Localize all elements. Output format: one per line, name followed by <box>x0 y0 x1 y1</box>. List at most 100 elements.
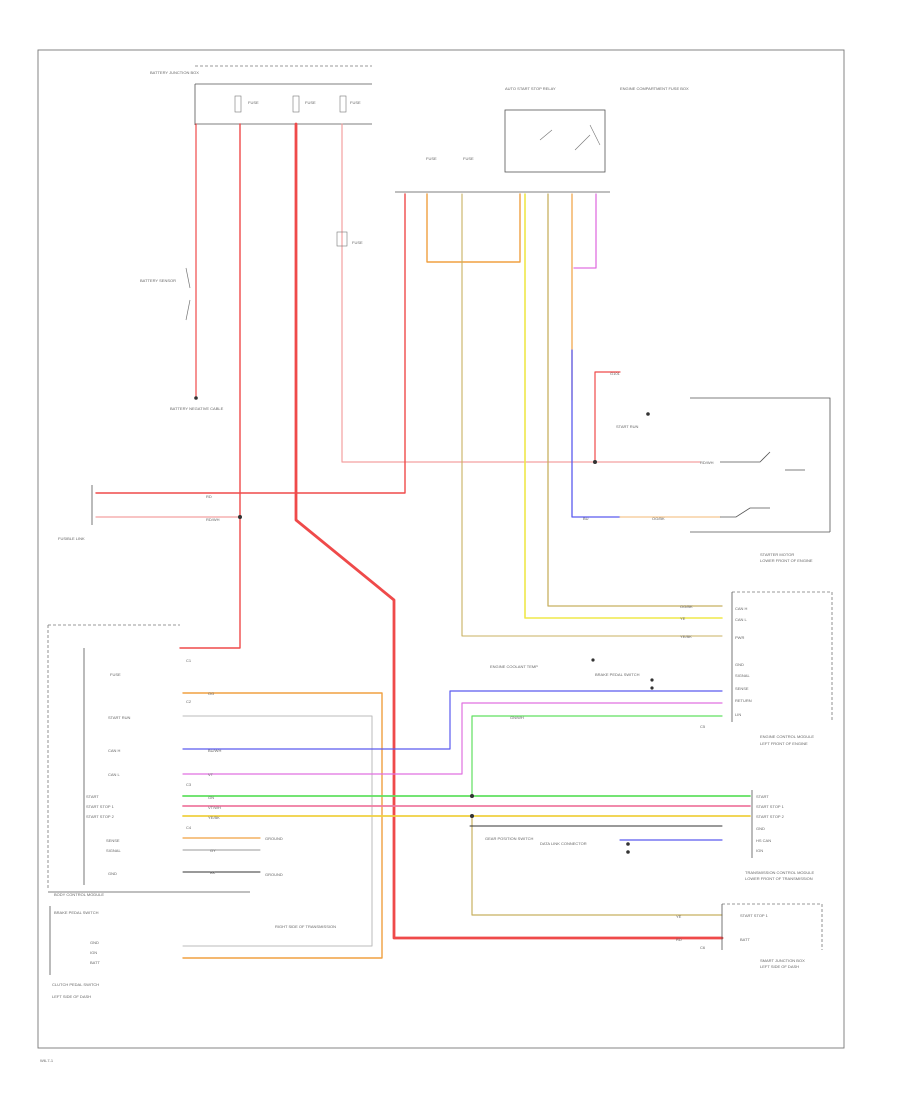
wire-violet-short <box>573 193 597 269</box>
wire-code: RD <box>206 494 212 499</box>
connector-code: C6 <box>700 945 706 950</box>
wire-red-fusible <box>95 193 406 494</box>
fusible-link-label: FUSIBLE LINK <box>58 536 85 541</box>
gear-position-switch: GEAR POSITION SWITCH DATA LINK CONNECTOR <box>485 836 630 854</box>
clutch-note: LEFT SIDE OF DASH <box>52 994 91 999</box>
engine-control-module: CAN H CAN L PWR GND SIGNAL SENSE RETURN … <box>731 591 833 746</box>
wire-orange-bcm <box>182 692 383 959</box>
coolant-label: ENGINE COOLANT TEMP <box>490 664 538 669</box>
pin-label: START STOP 2 <box>756 814 785 819</box>
bcm-pin-label: START <box>86 794 99 799</box>
pin-label: IGN <box>756 848 763 853</box>
fuse-label: FUSE <box>463 156 474 161</box>
wire-green-ecm <box>471 715 723 797</box>
pin-label: SENSE <box>735 686 749 691</box>
wire-code: YE/BK <box>680 634 692 639</box>
bcm-pin-label: CAN L <box>108 772 121 777</box>
starter-motor-label: STARTER MOTOR <box>760 552 794 557</box>
fuse-icon <box>292 95 300 113</box>
wire-code: VT/WH <box>208 805 221 810</box>
connector-code: C2 <box>186 699 192 704</box>
fuse-icon <box>234 95 242 113</box>
body-control-module: FUSE START RUN CAN H CAN L START START S… <box>47 624 250 897</box>
splice-dot <box>238 515 242 519</box>
wire-code: YE <box>680 616 686 621</box>
bcm-label: BODY CONTROL MODULE <box>54 892 104 897</box>
connector-code: C1 <box>186 658 192 663</box>
wire-gray-bcm <box>182 715 373 947</box>
wire-code: YE <box>676 914 682 919</box>
wire-code: BU/WH <box>208 748 221 753</box>
pin-label: PWR <box>735 635 744 640</box>
wire-code: YE/BK <box>208 815 220 820</box>
wire-code: OG <box>208 691 214 696</box>
pin-label: HS CAN <box>756 838 771 843</box>
starter-motor-note: LOWER FRONT OF ENGINE <box>760 558 813 563</box>
wire-olive-ecm <box>471 815 723 916</box>
bcm-pin-label: CAN H <box>108 748 121 753</box>
wire-code: OG/BK <box>652 516 665 521</box>
fuse-label: FUSE <box>350 100 361 105</box>
splice-dot <box>470 794 474 798</box>
wire-code: GN <box>208 795 214 800</box>
pin-label: LIN <box>735 712 741 717</box>
auto-start-stop-relay: AUTO START STOP RELAY ENGINE COMPARTMENT… <box>504 86 689 173</box>
bcm-pin-label: START STOP 1 <box>86 804 115 809</box>
splice-dot <box>470 814 474 818</box>
bcm-pin-label: START RUN <box>108 715 131 720</box>
battery-sensor: BATTERY SENSOR BATTERY NEGATIVE CABLE <box>140 267 224 411</box>
wire-code: RD/WH <box>700 460 714 465</box>
splice-dot <box>593 460 597 464</box>
wire-pink-starter <box>341 123 701 463</box>
connector-code: C4 <box>186 825 192 830</box>
fuse-label: FUSE <box>248 100 259 105</box>
wire-code: GN/WH <box>510 715 524 720</box>
tcm-note: LOWER FRONT OF TRANSMISSION <box>745 876 813 881</box>
wire-blue-starter <box>571 349 621 518</box>
pin-label: BATT <box>90 960 100 965</box>
wire-orange-loop <box>426 193 521 263</box>
relay-side-label: G101 <box>610 371 621 376</box>
wire-olive <box>547 193 723 607</box>
clutch-label: CLUTCH PEDAL SWITCH <box>52 982 99 987</box>
wire-code: BU <box>583 516 589 521</box>
ground-label: GROUND <box>265 836 283 841</box>
starter-relay-label: START RUN <box>616 424 639 429</box>
tcm-label: TRANSMISSION CONTROL MODULE <box>745 870 815 875</box>
brake-side-label: BRAKE PEDAL SWITCH <box>595 672 640 677</box>
smart-label: SMART JUNCTION BOX <box>760 958 805 963</box>
smart-note: LEFT SIDE OF DASH <box>760 964 799 969</box>
wire-violet-bcm <box>182 702 723 775</box>
pin-label: IGN <box>90 950 97 955</box>
connector-code: C5 <box>700 724 706 729</box>
battery-sensor-label: BATTERY SENSOR <box>140 278 176 283</box>
ecm-note: LEFT FRONT OF ENGINE <box>760 741 808 746</box>
pin-label: GND <box>735 662 744 667</box>
fuse-icon <box>339 95 347 113</box>
bcm-pin-label: GND <box>108 871 117 876</box>
bcm-fuse-label: FUSE <box>110 672 121 677</box>
pin-label: SIGNAL <box>735 673 750 678</box>
relay-note: ENGINE COMPARTMENT FUSE BOX <box>620 86 689 91</box>
wire-code: VT <box>208 772 214 777</box>
wire-code: RD/WH <box>206 517 220 522</box>
fuse-box-top: BATTERY JUNCTION BOX FUSE FUSE FUSE <box>150 65 372 125</box>
ground-label: RIGHT SIDE OF TRANSMISSION <box>275 924 336 929</box>
diagram-frame <box>37 49 845 1049</box>
fuse-label: FUSE <box>305 100 316 105</box>
pin-label: START STOP 1 <box>740 913 769 918</box>
pin-label: START <box>756 794 769 799</box>
smart-junction-box: START STOP 1 BATT SMART JUNCTION BOX LEF… <box>721 903 823 969</box>
ecm-label: ENGINE CONTROL MODULE <box>760 734 814 739</box>
bcm-pin-label: SENSE <box>106 838 120 843</box>
starter-motor: START RUN STARTER MOTOR LOWER FRONT OF E… <box>616 397 831 563</box>
relay-label: AUTO START STOP RELAY <box>505 86 556 91</box>
wire-code: RD <box>676 937 682 942</box>
fuse-label: FUSE <box>426 156 437 161</box>
pin-label: GND <box>90 940 99 945</box>
fusible-link: FUSIBLE LINK <box>58 485 93 541</box>
pin-label: RETURN <box>735 698 752 703</box>
wire-red-starter-stub <box>594 371 621 463</box>
pin-label: START STOP 1 <box>756 804 785 809</box>
connector-code: C3 <box>186 782 192 787</box>
